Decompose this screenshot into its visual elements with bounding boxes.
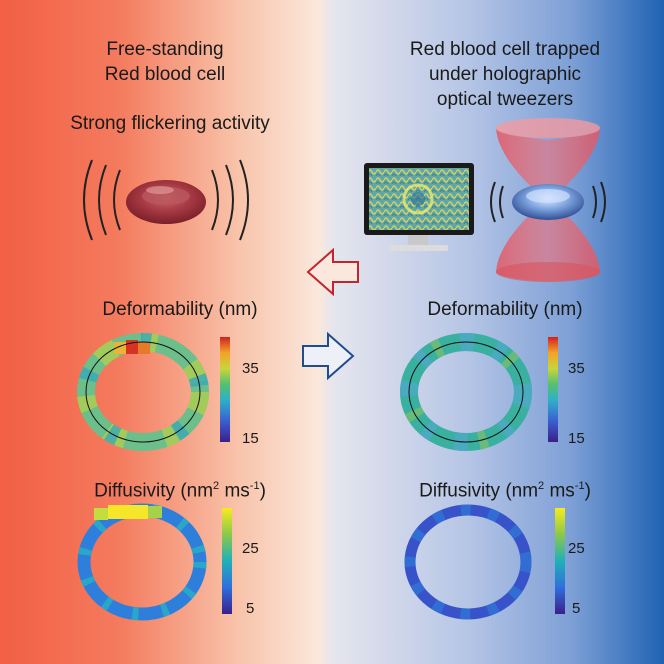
diffusivity-sup: -1 (574, 480, 585, 492)
right-title-line2: under holographic (428, 64, 582, 85)
right-deformability-ring (400, 333, 532, 451)
trapped-red-blood-cell-icon (512, 184, 584, 220)
right-diffusivity-colorbar (555, 508, 565, 614)
left-deformability-colorbar (220, 337, 230, 442)
diffusivity-unit: ms (544, 480, 575, 502)
diffusivity-suffix: ) (584, 480, 591, 502)
right-diffusivity-ring (404, 504, 532, 620)
diffusivity-unit: ms (219, 480, 250, 502)
left-subtitle: Strong flickering activity (70, 113, 270, 134)
left-diff-scale-low: 5 (246, 600, 255, 617)
diffusivity-sup: 2 (538, 480, 545, 492)
sound-wave-icon (83, 159, 249, 241)
monitor-icon (364, 163, 474, 251)
left-title-line1: Free-standing (106, 39, 224, 60)
diffusivity-prefix: Diffusivity (nm (419, 480, 539, 502)
right-diff-scale-low: 5 (572, 600, 581, 617)
right-deform-scale-high: 35 (568, 360, 585, 377)
left-diff-scale-high: 25 (242, 540, 259, 557)
left-diffusivity-title: Diffusivity (nm2 ms-1) (60, 474, 300, 503)
arrow-right-icon (302, 331, 355, 381)
right-title-line1: Red blood cell trapped (409, 39, 601, 60)
diffusivity-prefix: Diffusivity (nm (94, 480, 214, 502)
sound-wave-icon (490, 181, 606, 223)
left-title-line2: Red blood cell (104, 64, 226, 85)
right-deformability-title: Deformability (nm) (427, 299, 583, 320)
left-diffusivity-ring (77, 503, 207, 621)
left-deform-scale-high: 35 (242, 360, 259, 377)
diffusivity-sup: -1 (249, 480, 260, 492)
red-blood-cell-icon (126, 180, 206, 224)
left-deformability-title: Deformability (nm) (102, 299, 258, 320)
left-deform-scale-low: 15 (242, 430, 259, 447)
left-deformability-ring (77, 333, 209, 451)
left-diffusivity-colorbar (222, 508, 232, 614)
diffusivity-suffix: ) (259, 480, 266, 502)
diffusivity-sup: 2 (213, 480, 220, 492)
right-title-line3: optical tweezers (436, 89, 574, 110)
right-diff-scale-high: 25 (568, 540, 585, 557)
right-deform-scale-low: 15 (568, 430, 585, 447)
arrow-left-icon (306, 247, 359, 297)
right-deformability-colorbar (548, 337, 558, 442)
right-diffusivity-title: Diffusivity (nm2 ms-1) (385, 474, 625, 503)
